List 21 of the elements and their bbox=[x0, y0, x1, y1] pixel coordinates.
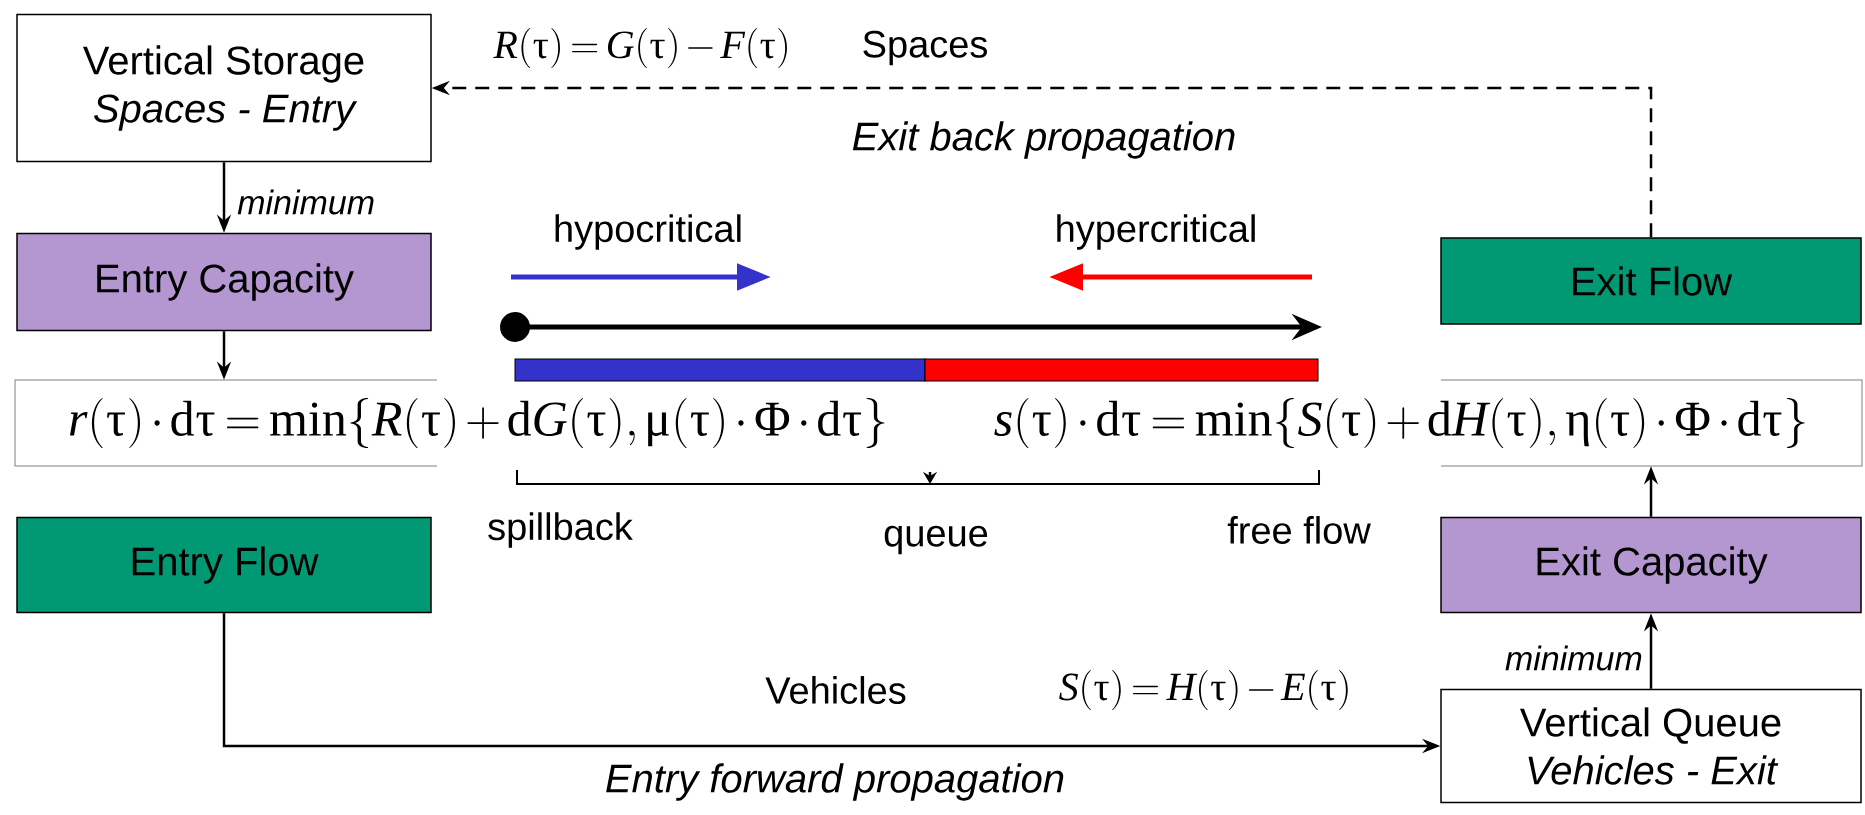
formula-box: $r(\tau)\cdot\mathrm{d}\tau = \min\{R(\tau) + \mathrm{d}G(\tau),\, \mu(\tau)\cdot\Phi\cdot\mathrm{d}\tau\}$ bbox=[14, 379, 885, 467]
formula-label: $R(\tau) = G(\tau) - F(\tau)$ bbox=[493, 28, 787, 68]
formula-label: $S(\tau) = H(\tau) - E(\tau)$ bbox=[1059, 670, 1348, 710]
text-label: free flow bbox=[1227, 516, 1371, 544]
edge-label: minimum bbox=[1503, 644, 1644, 672]
edge-label: Entry forward propagation bbox=[603, 762, 1067, 802]
text-label: Vehicles bbox=[765, 676, 906, 704]
process-box: Vertical Queue Vehicles - Exit bbox=[1440, 688, 1862, 804]
process-box: Exit Capacity bbox=[1440, 516, 1862, 614]
edge-label: Exit back propagation bbox=[850, 120, 1238, 160]
text-label: Spaces bbox=[863, 30, 987, 66]
process-box: Entry Capacity bbox=[16, 232, 432, 332]
text-label: spillback bbox=[488, 512, 633, 548]
formula-box: $s(\tau)\cdot\mathrm{d}\tau = \min\{S(\tau) + \mathrm{d}H(\tau),\, \eta(\tau)\cdot\Phi\cdot\mathrm{d}\tau\}$ bbox=[994, 379, 1863, 467]
text-label: queue bbox=[884, 525, 988, 555]
text-label: hypocritical bbox=[555, 214, 741, 250]
process-box: Entry Flow bbox=[16, 516, 432, 614]
process-box: Vertical Storage Spaces - Entry bbox=[16, 13, 432, 163]
process-box: Exit Flow bbox=[1440, 237, 1862, 325]
edge-label: minimum bbox=[236, 188, 377, 216]
text-label: hypercritical bbox=[1057, 214, 1255, 250]
